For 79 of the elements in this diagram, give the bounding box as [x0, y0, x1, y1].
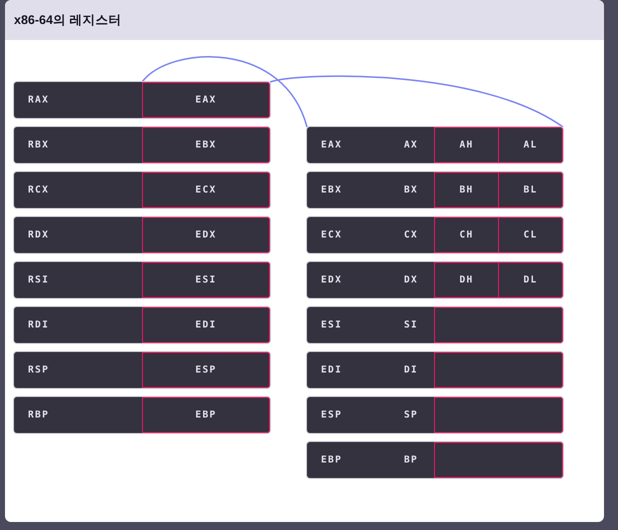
- register-segment: [142, 352, 270, 388]
- register-segment: [142, 307, 270, 343]
- register-name: ESP: [195, 365, 217, 375]
- register-name: BP: [404, 455, 418, 465]
- register-name: RDX: [28, 230, 50, 240]
- register-name: CH: [459, 230, 474, 240]
- register-name: EDI: [195, 320, 217, 330]
- register-segment: [434, 217, 498, 253]
- register-segment: [434, 397, 563, 433]
- register-name: RSI: [28, 275, 50, 285]
- register-name: EDI: [321, 365, 342, 375]
- register-segment: [142, 172, 270, 208]
- register-name: AL: [523, 140, 538, 150]
- register-name: SP: [404, 410, 418, 420]
- register-bar: [14, 307, 270, 343]
- register-name: EBX: [195, 140, 217, 150]
- register-name: RBP: [28, 410, 50, 420]
- diagram-title: x86-64의 레지스터: [14, 14, 122, 26]
- register-bar: [14, 82, 270, 118]
- connector-curve: [270, 75, 564, 128]
- register-segment: [434, 127, 498, 163]
- register-bar: [307, 262, 563, 298]
- register-name: EBP: [321, 455, 342, 465]
- register-bar: [14, 217, 270, 253]
- register-segment: [434, 172, 498, 208]
- register-name: EAX: [195, 95, 217, 105]
- register-name: EDX: [195, 230, 217, 240]
- register-name: BX: [404, 185, 418, 195]
- register-name: RDI: [28, 320, 50, 330]
- register-name: ESI: [321, 320, 342, 330]
- register-bar: [14, 172, 270, 208]
- register-name: RAX: [28, 95, 50, 105]
- register-bar: [307, 397, 563, 433]
- register-bar: [14, 352, 270, 388]
- register-name: DH: [459, 275, 474, 285]
- register-name: DX: [404, 275, 418, 285]
- register-segment: [142, 82, 270, 118]
- register-name: SI: [404, 320, 418, 330]
- connector-curve: [141, 56, 308, 128]
- register-name: CL: [523, 230, 538, 240]
- register-bar: [14, 262, 270, 298]
- register-name: RSP: [28, 365, 50, 375]
- register-segment: [434, 442, 563, 478]
- register-name: ECX: [195, 185, 217, 195]
- register-name: DL: [523, 275, 538, 285]
- register-name: CX: [404, 230, 418, 240]
- register-segment: [434, 262, 498, 298]
- register-name: DI: [404, 365, 418, 375]
- register-name: EDX: [321, 275, 342, 285]
- register-segment: [142, 262, 270, 298]
- register-name: EBX: [321, 185, 342, 195]
- register-name: ECX: [321, 230, 342, 240]
- register-name: ESI: [195, 275, 217, 285]
- register-name: ESP: [321, 410, 342, 420]
- register-bar: [307, 352, 563, 388]
- register-segment: [142, 397, 270, 433]
- register-bar: [307, 307, 563, 343]
- register-segment: [142, 127, 270, 163]
- register-bar: [14, 127, 270, 163]
- register-segment: [498, 127, 563, 163]
- register-segment: [498, 217, 563, 253]
- register-name: RBX: [28, 140, 50, 150]
- register-segment: [434, 307, 563, 343]
- register-name: AH: [459, 140, 474, 150]
- register-name: BL: [523, 185, 538, 195]
- register-segment: [498, 172, 563, 208]
- register-name: EAX: [321, 140, 342, 150]
- register-name: RCX: [28, 185, 50, 195]
- register-name: AX: [404, 140, 418, 150]
- register-segment: [498, 262, 563, 298]
- register-name: EBP: [195, 410, 217, 420]
- register-bar: [307, 172, 563, 208]
- register-segment: [142, 217, 270, 253]
- register-bar: [307, 442, 563, 478]
- register-bar: [307, 127, 563, 163]
- register-bar: [307, 217, 563, 253]
- register-segment: [434, 352, 563, 388]
- register-bar: [14, 397, 270, 433]
- register-name: BH: [459, 185, 474, 195]
